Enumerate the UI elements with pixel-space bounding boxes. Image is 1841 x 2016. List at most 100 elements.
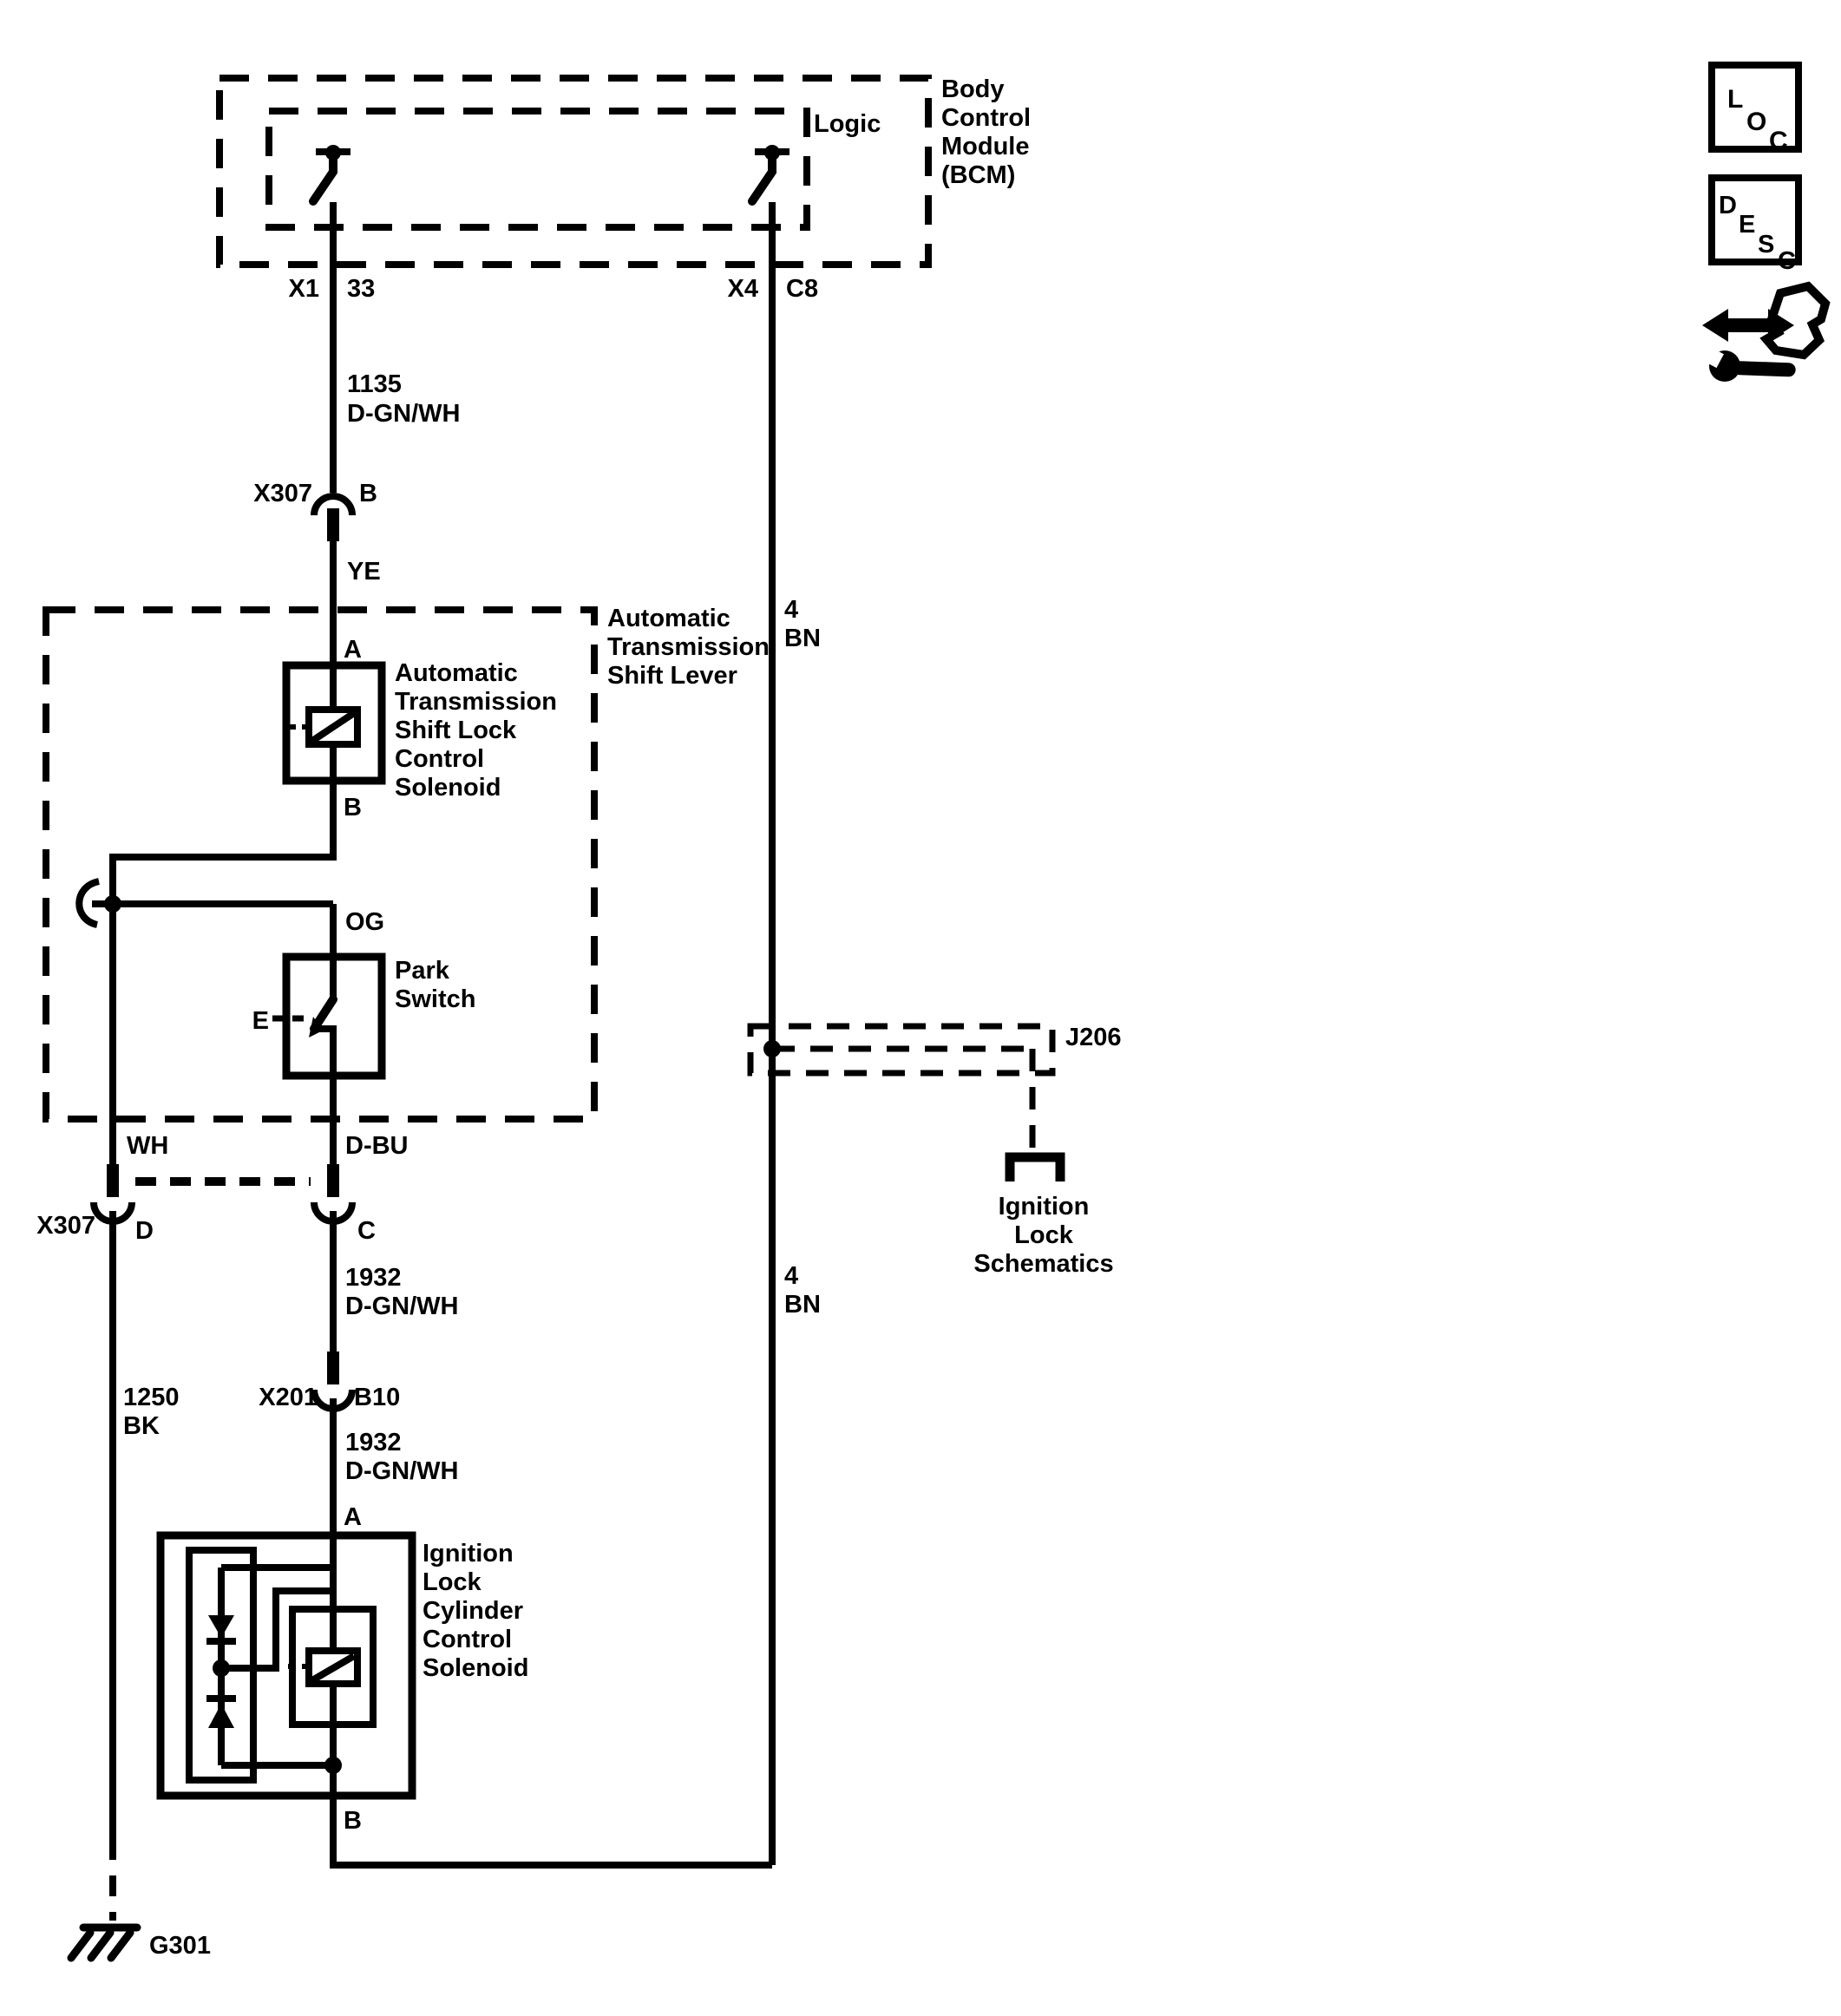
schematic-ref-line1[interactable]: Ignition (999, 1193, 1090, 1221)
bcm-switch-x1 (309, 145, 351, 206)
ignition-lock-solenoid: Ignition Lock Cylinder Control Solenoid … (156, 1531, 528, 1835)
bcm-logic-label: Logic (814, 110, 881, 138)
toolbar: L O C D E S C (1700, 62, 1831, 382)
ignition-solenoid-label-line1: Ignition (423, 1540, 514, 1568)
wire-wh-label: WH (127, 1132, 168, 1160)
wire-1250-number: 1250 (123, 1384, 180, 1411)
shift-lever-title-line2: Transmission (607, 633, 770, 661)
bcm-title-line1: Body (941, 75, 1005, 103)
wire-clip-hook (75, 878, 101, 928)
ignition-solenoid-pin-a: A (344, 1503, 362, 1531)
wrench-glyph (1700, 344, 1796, 382)
loc-letter-c: C (1769, 127, 1788, 155)
bcm-logic-outline (265, 108, 810, 231)
bottom-junction-dot (324, 1757, 342, 1774)
j206-outline (747, 1023, 1056, 1077)
solenoid-coil-diagonal (310, 1653, 357, 1684)
loc-letter-l: L (1727, 85, 1743, 114)
wire-bottom-return (330, 1796, 772, 1869)
park-switch: Park Switch E (252, 952, 475, 1164)
park-switch-out-wire (312, 1025, 337, 1164)
wire-1932-lower-color: D-GN/WH (345, 1457, 458, 1485)
desc-letter-e: E (1739, 211, 1755, 239)
bcm-outline (216, 75, 932, 268)
connector-x307dc-name: X307 (36, 1212, 95, 1240)
ignition-solenoid-label-line4: Control (423, 1626, 512, 1653)
desc-letter-d: D (1719, 192, 1737, 219)
solenoid-pin-b: B (344, 794, 362, 821)
switch-lever (748, 152, 776, 206)
wire-1932-lower-number: 1932 (345, 1429, 402, 1456)
diode-down-triangle (208, 1615, 234, 1638)
park-switch-label-line2: Switch (395, 985, 475, 1013)
double-arrow-glyph (1702, 309, 1794, 342)
park-switch-feed: OG (75, 878, 384, 999)
circuit-1135-wire: 1135 D-GN/WH (330, 202, 460, 493)
shift-lock-solenoid: A Automatic Transmission Shift Lock Cont… (282, 636, 557, 821)
connector-socket-arc (311, 493, 356, 516)
bcm-title-line3: Module (941, 133, 1030, 160)
bcm-x1-label: X1 (289, 275, 319, 303)
solenoid-coil-diagonal (310, 710, 357, 744)
compare-wrench-icon[interactable] (1700, 281, 1831, 382)
solenoid-label-line3: Shift Lock (395, 717, 517, 744)
loc-button-frame[interactable] (1708, 62, 1802, 153)
switch-lever (309, 152, 337, 206)
ignition-solenoid-box (156, 1531, 416, 1800)
ignition-solenoid-label-line3: Cylinder (423, 1597, 523, 1625)
ground-g301-label: G301 (149, 1932, 211, 1960)
desc-button-frame[interactable] (1708, 174, 1802, 265)
solenoid-label-line1: Automatic (395, 659, 518, 687)
schematic-ref-line3[interactable]: Schematics (973, 1250, 1113, 1278)
wire-dbu-label: D-BU (345, 1132, 409, 1160)
bcm-x1-pin-label: 33 (347, 275, 375, 303)
wire-ye-label: YE (347, 558, 381, 586)
desc-letter-s: S (1758, 231, 1774, 259)
wire-bn-upper-number: 4 (784, 596, 798, 624)
wire-solenoid-return (109, 781, 337, 1164)
bcm-title-line4: (BCM) (941, 161, 1015, 189)
wire-bn-lower-number: 4 (784, 1262, 798, 1290)
connector-x201-pin: B10 (354, 1384, 400, 1411)
diode-up-triangle (208, 1704, 234, 1728)
bcm-x4-label: X4 (728, 275, 758, 303)
offpage-bracket (1005, 1152, 1065, 1181)
connector-x307-b: X307 B (253, 480, 377, 541)
loc-letter-o: O (1746, 108, 1766, 136)
connector-x307-dc: X307 D C (36, 1164, 376, 1245)
ground-hatch (87, 1928, 115, 1962)
loc-button[interactable]: L O C (1708, 62, 1802, 155)
wire-bn-lower-color: BN (784, 1291, 821, 1319)
wire-1250-color: BK (123, 1412, 160, 1440)
ignition-lock-schematics-link[interactable]: Ignition Lock Schematics (973, 1193, 1113, 1278)
connector-x307dc-pin-d: D (135, 1217, 154, 1245)
shift-lever-title-line1: Automatic (607, 605, 731, 632)
shift-lever-outline (43, 606, 598, 1123)
desc-button[interactable]: D E S C (1708, 174, 1802, 275)
desc-letter-c: C (1778, 247, 1796, 275)
solenoid-pin-a: A (344, 636, 362, 664)
wire-1932-upper-number: 1932 (345, 1264, 402, 1292)
wire-bn-upper-color: BN (784, 625, 821, 652)
connector-x201: X201 B10 (259, 1352, 400, 1412)
ground-symbol-g301 (67, 1923, 141, 1962)
ignition-solenoid-label-line2: Lock (423, 1568, 482, 1596)
ignition-solenoid-pin-b: B (344, 1807, 362, 1835)
connector-x201-name: X201 (259, 1384, 318, 1411)
bcm-x4-pin-label: C8 (786, 275, 818, 303)
bcm-module-box: Logic Body Control Module (BCM) (216, 75, 1031, 268)
bcm-title-line2: Control (941, 104, 1031, 132)
bcm-switch-x4 (748, 145, 789, 206)
connector-x307dc-pin-c: C (357, 1217, 376, 1245)
ground-hatch (107, 1928, 134, 1962)
j206-label: J206 (1065, 1024, 1122, 1051)
connector-x307b-pin: B (359, 480, 377, 507)
shift-lever-title-line3: Shift Lever (607, 662, 737, 690)
wrench-handle (1733, 361, 1796, 377)
ignition-solenoid-label-line5: Solenoid (423, 1654, 528, 1682)
ground-hatch (67, 1928, 95, 1962)
schematic-ref-line2[interactable]: Lock (1014, 1221, 1074, 1249)
solenoid-label-line5: Solenoid (395, 774, 501, 802)
